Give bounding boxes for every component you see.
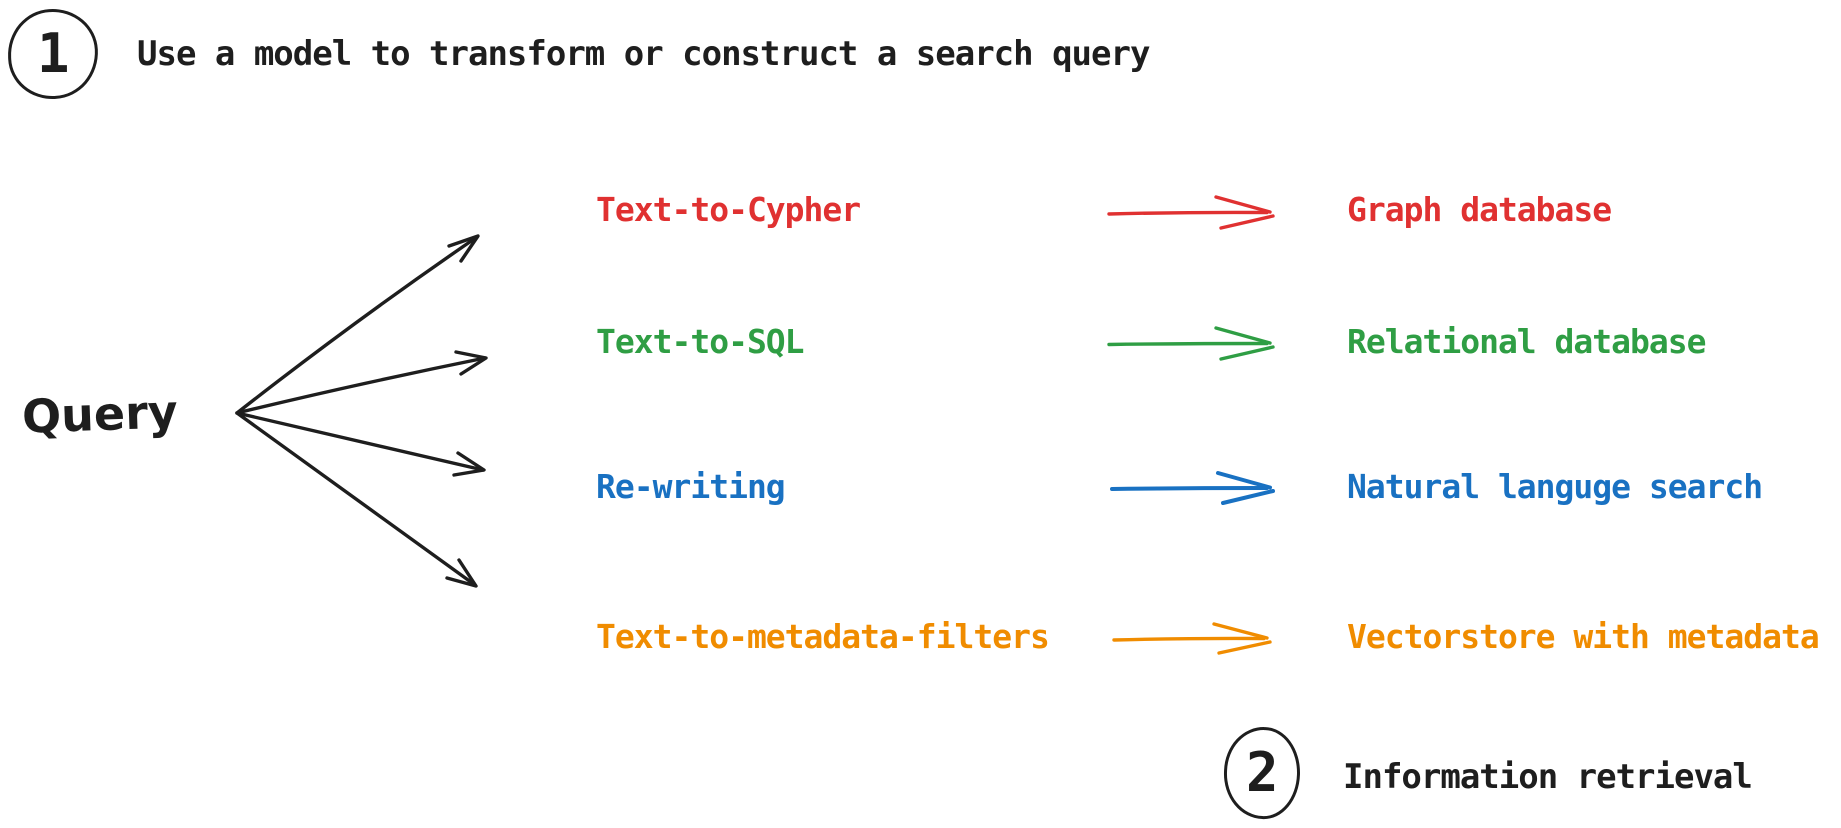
arrow-to-text-to-sql-head [454,350,488,376]
target-graph-database: Graph database [1347,190,1612,229]
arrow-metadata-filters-to-vectorstore [1112,622,1272,655]
technique-text-to-metadata-filters: Text-to-metadata-filters [596,617,1050,656]
target-vectorstore-with-metadata: Vectorstore with metadata [1347,617,1820,656]
technique-text-to-sql: Text-to-SQL [596,322,805,361]
target-natural-language-search: Natural languge search [1347,467,1763,506]
step-1-number: 1 [36,22,70,86]
arrow-cypher-to-graph-db [1107,195,1275,230]
step-1-title: Use a model to transform or construct a … [137,34,1150,74]
target-relational-database: Relational database [1347,322,1706,361]
arrow-rewriting-to-nl-search [1110,471,1275,505]
technique-re-writing: Re-writing [596,467,786,506]
step-2-number: 2 [1245,740,1279,804]
arrow-to-text-to-cypher-head [447,234,480,263]
arrow-to-text-to-metadata-filters-head [445,558,478,588]
technique-text-to-cypher: Text-to-Cypher [596,190,861,229]
arrow-to-text-to-cypher [235,235,479,415]
step-2-title: Information retrieval [1343,757,1753,797]
query-node-label: Query [21,384,179,444]
arrow-to-text-to-metadata-filters [235,411,477,587]
arrow-to-text-to-sql [235,356,487,415]
arrow-to-re-writing-head [452,451,486,477]
step-1-badge: 1 [5,6,101,102]
arrow-to-re-writing [235,411,485,472]
arrow-sql-to-relational-db [1107,326,1275,361]
step-2-badge: 2 [1222,725,1302,821]
query-fanout-arrows [235,234,488,588]
